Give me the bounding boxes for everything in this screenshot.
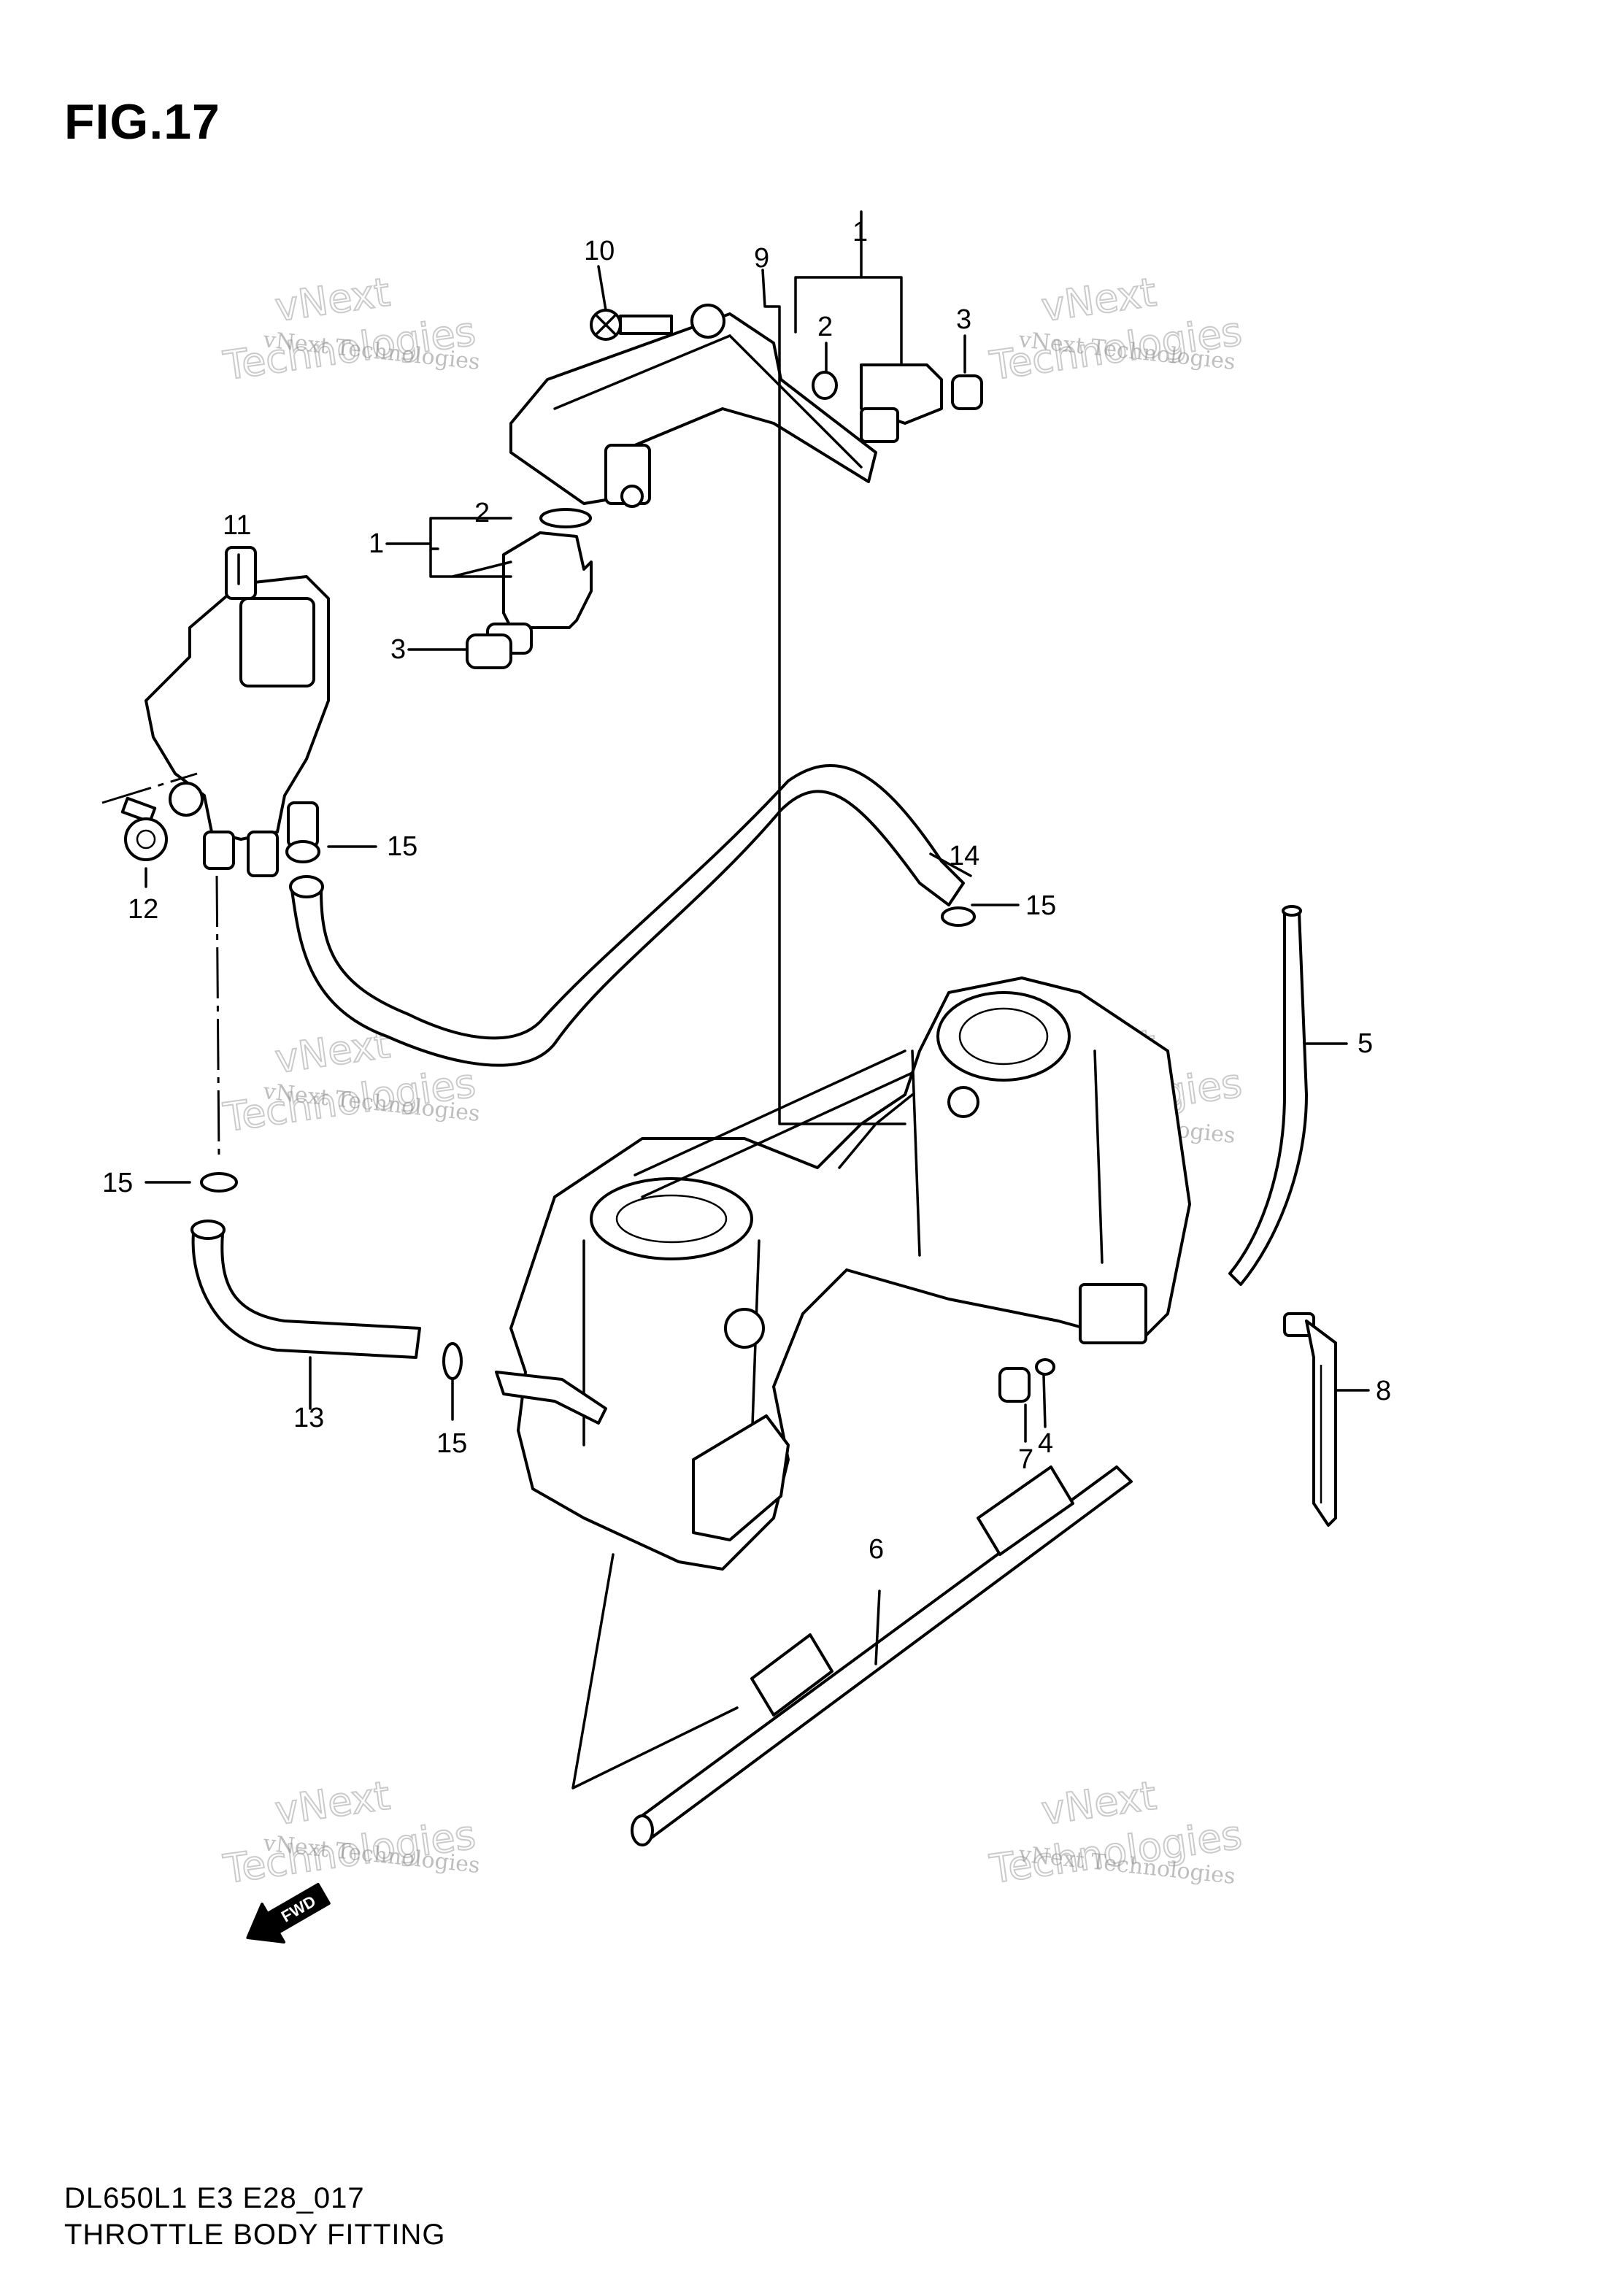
o-ring-2-right — [812, 371, 838, 400]
pipe-6 — [631, 1465, 1133, 1846]
bolt-12 — [120, 796, 168, 861]
callout-15-d: 15 — [436, 1428, 467, 1459]
cushion-3-left — [466, 633, 512, 669]
leader-lines — [145, 210, 1370, 1790]
clip-4 — [1035, 1358, 1055, 1376]
o-ring-2-left — [539, 508, 592, 528]
callout-15-b: 15 — [1025, 890, 1056, 921]
throttle-link-rod — [634, 1049, 906, 1176]
hose-13-end — [190, 1220, 226, 1240]
callout-9: 9 — [754, 243, 769, 274]
callout-7: 7 — [1018, 1444, 1033, 1475]
watermark-top-right: vNext Technologies vNext Technologies — [986, 269, 1245, 390]
bolt-10 — [590, 309, 673, 341]
clip-15-c — [200, 1172, 238, 1193]
hose-5-end — [1282, 905, 1302, 917]
callout-15-a: 15 — [387, 831, 417, 862]
callout-13: 13 — [293, 1403, 324, 1433]
injector-right — [860, 363, 943, 443]
footer-diagram-title: THROTTLE BODY FITTING — [64, 2219, 446, 2251]
callout-1-left: 1 — [369, 528, 384, 559]
callout-14: 14 — [949, 841, 979, 871]
clip-15-a — [285, 840, 320, 863]
throttle-body — [495, 976, 1191, 1571]
watermark-bottom-left: vNext Technologies vNext Technologies — [220, 1772, 481, 1893]
hose-14 — [290, 763, 965, 1067]
clip-15-d — [442, 1342, 463, 1380]
callout-15-c: 15 — [102, 1168, 133, 1198]
clip-15-b — [941, 906, 976, 927]
figure-title: FIG.17 — [64, 94, 220, 150]
callout-2-top: 2 — [817, 312, 833, 342]
callout-1-top: 1 — [852, 217, 868, 247]
cushion-3-right — [951, 374, 983, 410]
callout-12: 12 — [128, 894, 158, 925]
callout-10: 10 — [584, 236, 615, 266]
hose-13 — [191, 1232, 421, 1359]
callout-4: 4 — [1038, 1428, 1053, 1459]
cap-7 — [998, 1367, 1031, 1403]
callouts: 10 9 1 2 3 11 2 1 3 15 14 15 12 5 15 8 1… — [102, 217, 1391, 1565]
fuel-delivery-pipe — [509, 304, 877, 508]
callout-2-left: 2 — [474, 498, 490, 528]
callout-11: 11 — [223, 510, 251, 541]
throttle-link-rod-2 — [641, 1071, 914, 1198]
hose-14-end — [289, 875, 324, 898]
callout-6: 6 — [869, 1534, 884, 1565]
callout-5: 5 — [1358, 1028, 1373, 1059]
bolt-12-alignment-line — [101, 772, 198, 804]
callout-3-left: 3 — [390, 634, 406, 665]
callout-8: 8 — [1376, 1376, 1391, 1406]
footer-diagram-code: DL650L1 E3 E28_017 — [64, 2182, 365, 2214]
callout-3-top: 3 — [956, 304, 971, 335]
hose-5 — [1228, 911, 1308, 1286]
isc-valve — [145, 546, 330, 877]
watermark-bottom-right: vNext Technologies vNext Technologies — [986, 1772, 1245, 1893]
clamp-8 — [1283, 1312, 1337, 1527]
watermark-top-left: vNext Technologies vNext Technologies — [220, 269, 481, 390]
